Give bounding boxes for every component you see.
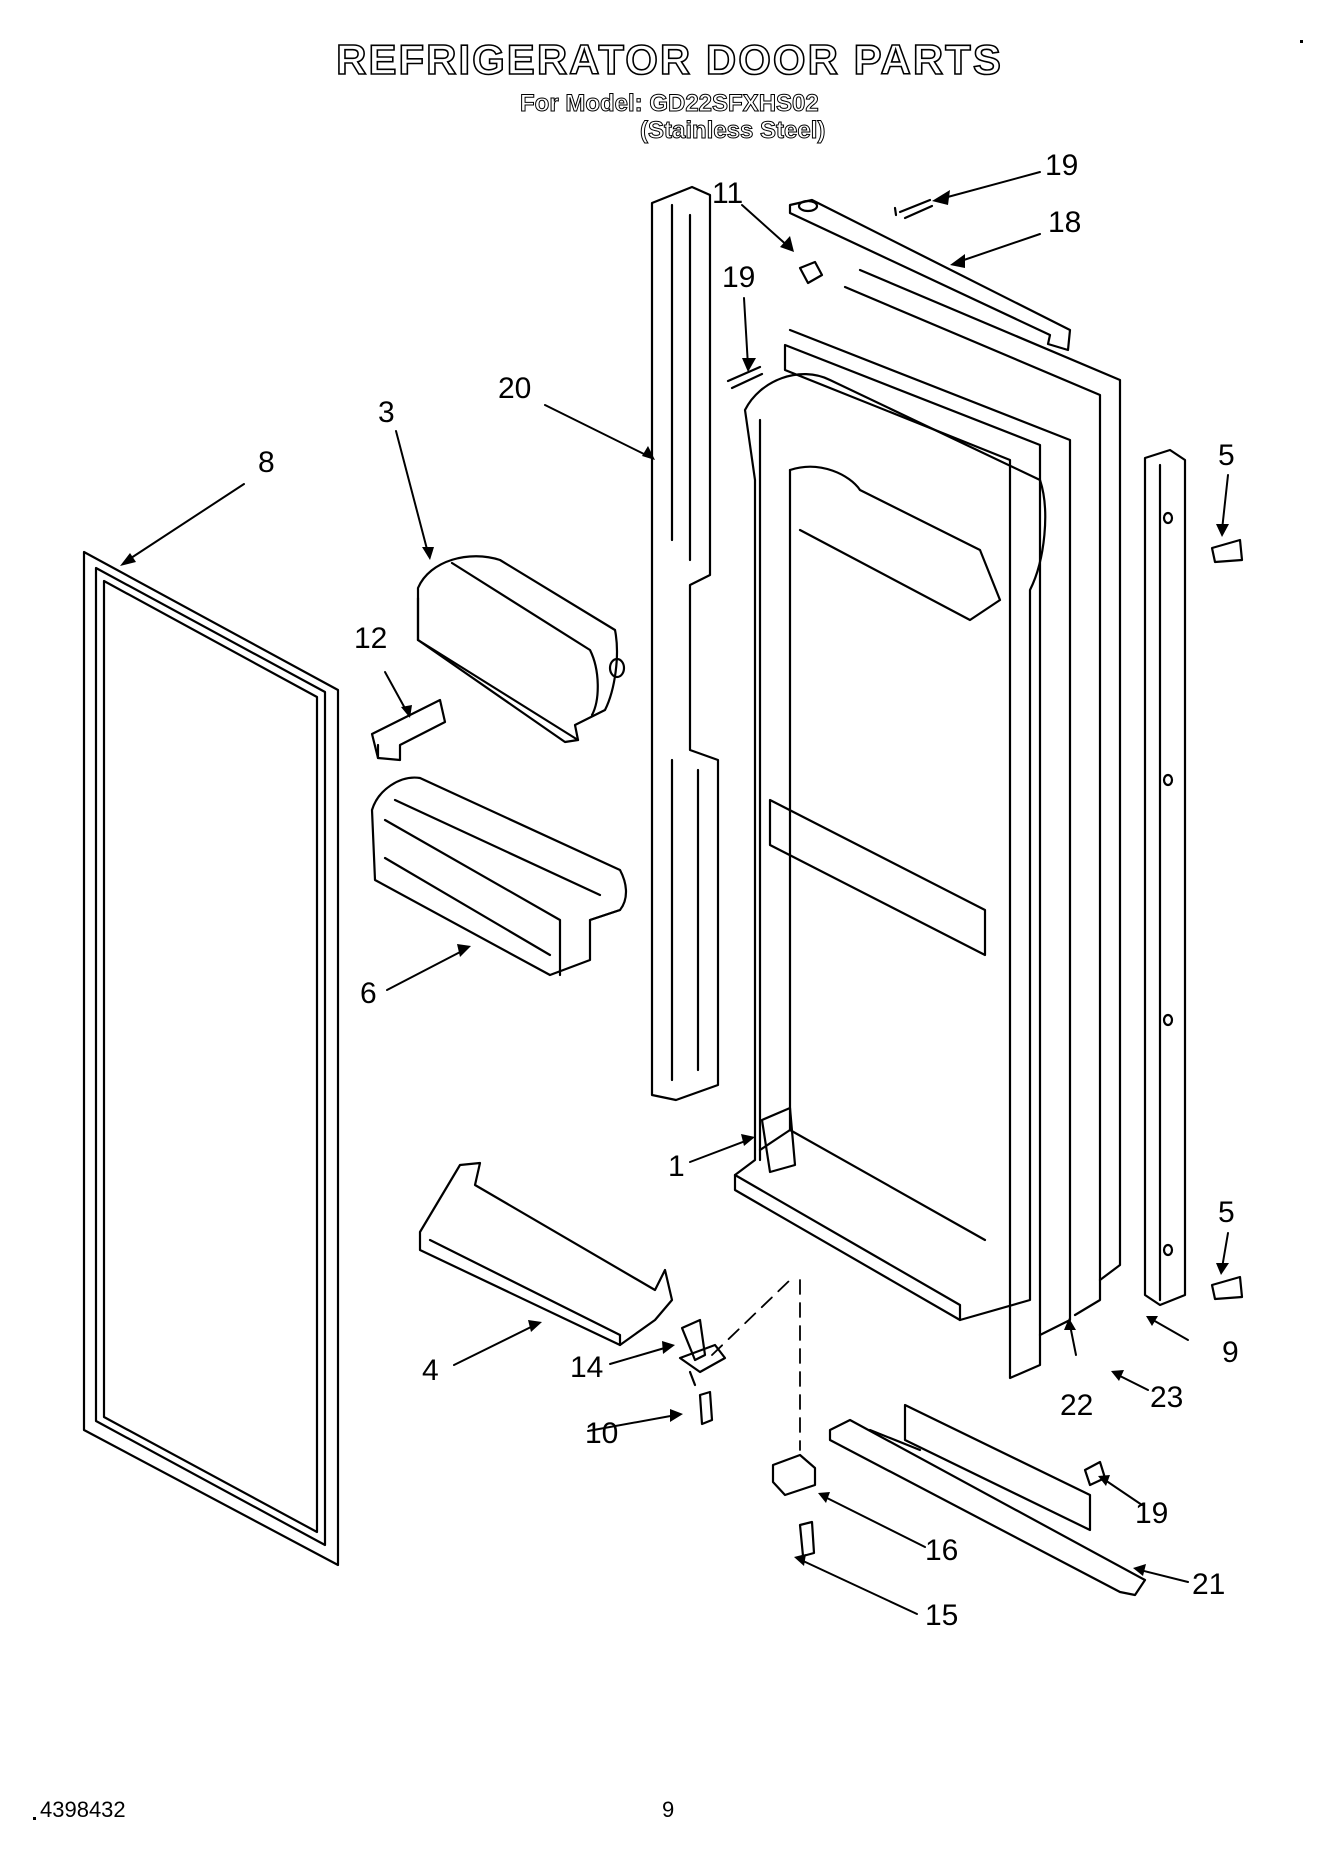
callout-14: 14 (570, 1351, 603, 1384)
callout-20: 20 (498, 372, 531, 405)
callout-labels: 19 11 18 19 20 3 8 5 12 6 1 5 4 14 10 9 … (258, 149, 1239, 1632)
callout-1: 1 (668, 1150, 685, 1183)
callout-5-bottom: 5 (1218, 1196, 1235, 1229)
door-outer-panels (783, 268, 1122, 1380)
callout-23: 23 (1150, 1381, 1183, 1414)
footer-mark (33, 1817, 36, 1820)
part-8-door-gasket (82, 550, 340, 1567)
callout-6: 6 (360, 977, 377, 1010)
arrow-heads (120, 190, 1229, 1576)
part-1-door-liner (733, 373, 1047, 1322)
part-4-door-bar (418, 1161, 674, 1347)
callout-12: 12 (354, 622, 387, 655)
callout-5-top: 5 (1218, 439, 1235, 472)
callout-arrows (127, 171, 1229, 1615)
part-3-dairy-door (416, 555, 626, 744)
part-21-bottom-hinge (828, 1403, 1147, 1597)
callout-9: 9 (1222, 1336, 1239, 1369)
part-9-side-trim (1143, 448, 1187, 1307)
callout-22: 22 (1060, 1389, 1093, 1422)
finish-line: (Stainless Steel) (639, 117, 826, 145)
model-line: For Model: GD22SFXHS02 (520, 90, 820, 118)
part-6-dairy-bin (370, 776, 628, 977)
part-18-top-hinge (788, 198, 1072, 352)
callout-8: 8 (258, 446, 275, 479)
page-number: 9 (662, 1797, 675, 1822)
document-number: 4398432 (40, 1797, 126, 1822)
part-12-clip (370, 698, 447, 762)
callout-19-left: 19 (722, 261, 755, 294)
callout-4: 4 (422, 1354, 439, 1387)
callout-16: 16 (925, 1534, 958, 1567)
callout-10: 10 (585, 1417, 618, 1450)
part-14-hinge-pin (678, 1318, 727, 1387)
callout-18: 18 (1048, 206, 1081, 239)
callout-11: 11 (712, 177, 743, 210)
callout-19-bottom: 19 (1135, 1497, 1168, 1530)
page-title: REFRIGERATOR DOOR PARTS (335, 35, 1003, 84)
callout-19-top: 19 (1045, 149, 1078, 182)
callout-3: 3 (378, 396, 395, 429)
callout-15: 15 (925, 1599, 958, 1632)
callout-21: 21 (1192, 1568, 1225, 1601)
part-20-breaker-strip (650, 185, 720, 1102)
part-16-hinge-block (771, 1453, 817, 1497)
dashed-lines (711, 1279, 801, 1451)
corner-mark (1300, 40, 1303, 43)
